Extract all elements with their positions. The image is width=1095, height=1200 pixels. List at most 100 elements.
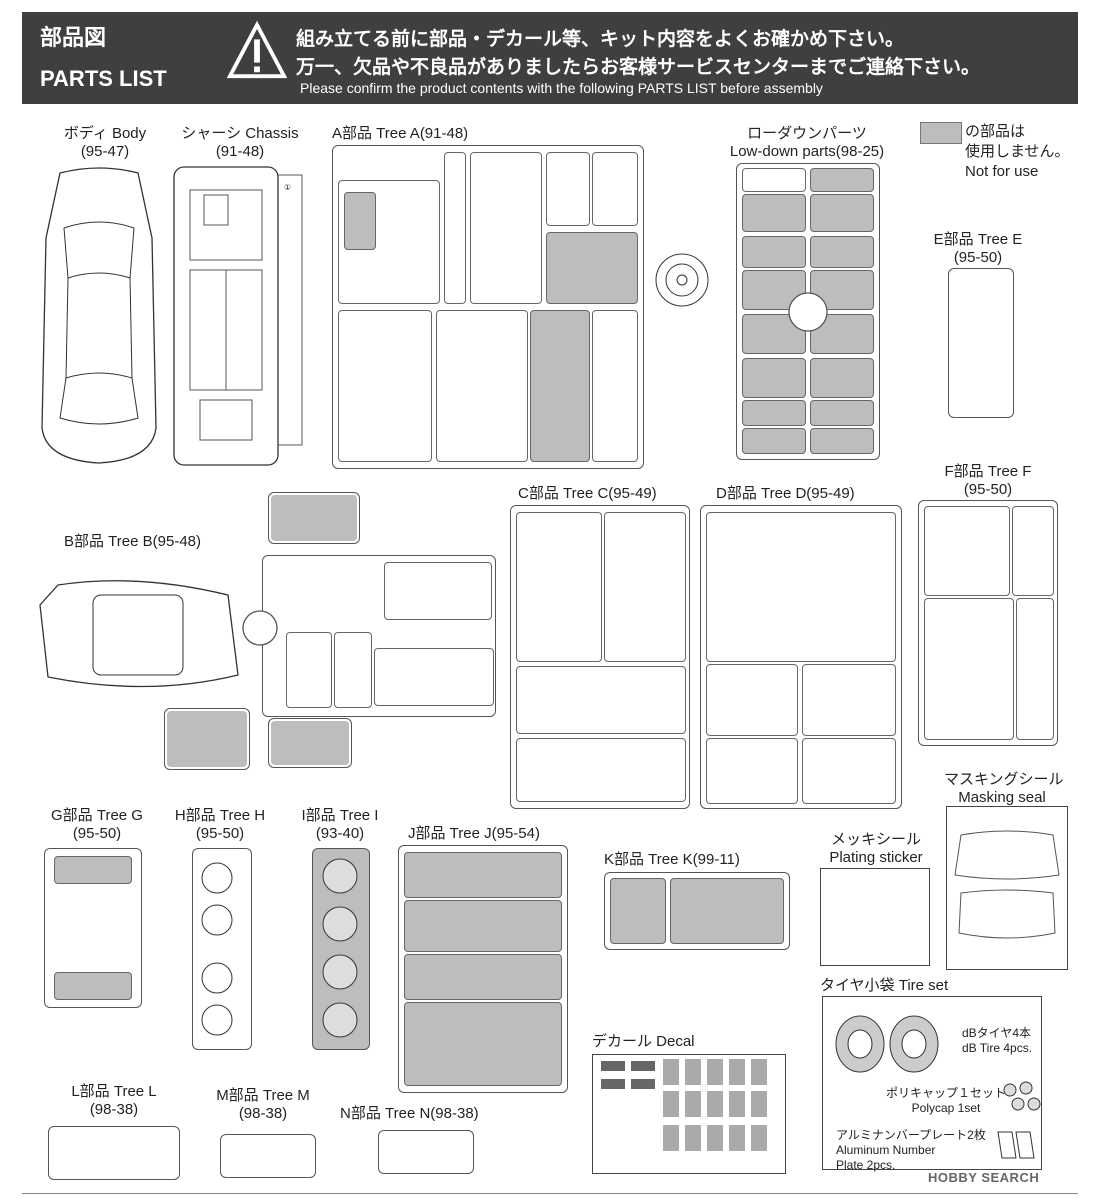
lowdown-part-81 [742, 400, 806, 426]
tree-b-part-50-roof [39, 580, 239, 688]
lowdown-part-73 [810, 194, 874, 232]
tree-l-name: L部品 Tree L [71, 1083, 157, 1100]
tree-l-code: (98-38) [89, 1101, 139, 1118]
lowdown-name-en-text: Low-down parts [729, 143, 836, 160]
tree-b-parts-63-64-fill [271, 721, 349, 765]
tree-d-label: D部品 Tree D(95-49) [716, 482, 855, 503]
page-bottom-rule [22, 1193, 1078, 1194]
page-title-jp: 部品図 [40, 25, 107, 50]
tree-b-parts-57-58 [384, 562, 492, 620]
tree-a-code: (91-48) [419, 125, 469, 142]
tree-f-code: (95-50) [963, 481, 1013, 498]
tree-c-part-27 [516, 666, 686, 734]
lowdown-part-83 [810, 400, 874, 426]
tree-n-name: N部品 Tree N [340, 1105, 431, 1122]
tree-a-part-5 [444, 152, 466, 304]
tree-a-part-15 [530, 310, 590, 462]
tree-d-code: (95-49) [806, 485, 855, 502]
page-title-en: PARTS LIST [40, 66, 167, 91]
tree-g-code: (95-50) [72, 825, 122, 842]
tree-a-part-39 [655, 253, 709, 307]
masking-label: マスキングシール Masking seal [944, 768, 1064, 806]
tree-e-sprue [948, 268, 1014, 418]
lowdown-cell-blank [742, 168, 806, 192]
lowdown-part-82 [742, 428, 806, 454]
tree-k-parts-2-3 [610, 878, 666, 944]
plate-text-jp: アルミナンバープレート2枚 [836, 1128, 986, 1142]
tire-set-name: タイヤ小袋 Tire set [820, 977, 949, 994]
body-label: ボディ Body (95-47) [40, 122, 170, 160]
body-code: (95-47) [80, 143, 130, 160]
tree-a-parts-16-18 [592, 310, 638, 462]
tree-f-parts-34-35 [924, 506, 1010, 596]
tree-h-code: (95-50) [195, 825, 245, 842]
tree-g-part-43a [54, 856, 132, 884]
tree-c-part-28 [516, 738, 686, 802]
tree-b-parts-53-54 [286, 632, 332, 708]
decal-label: デカール Decal [592, 1030, 695, 1051]
tree-b-code: (95-48) [152, 533, 201, 550]
number-plate-icon [997, 1131, 1035, 1159]
lowdown-hub-ring [788, 292, 828, 332]
tree-f-parts-36-37 [1012, 506, 1054, 596]
tree-e-name: E部品 Tree E [933, 231, 1023, 248]
tree-b-parts-61-62 [164, 708, 250, 770]
lowdown-label: ローダウンパーツ Low-down parts(98-25) [718, 122, 896, 160]
tree-b-parts-63-64 [268, 718, 352, 768]
tree-g-label: G部品 Tree G (95-50) [38, 804, 156, 842]
tree-l-sprue [48, 1126, 180, 1180]
chassis-label: シャーシ Chassis (91-48) [178, 122, 302, 160]
tree-d-name: D部品 Tree D [716, 485, 807, 502]
tree-a-part-10 [546, 152, 590, 226]
tree-b-name: B部品 Tree B [64, 533, 153, 550]
plate-text-en-1: Aluminum Number [836, 1143, 936, 1157]
tree-f-label: F部品 Tree F (95-50) [930, 460, 1046, 498]
plating-name-en: Plating sticker [829, 849, 923, 866]
decal-name: デカール Decal [592, 1033, 695, 1050]
lowdown-part-79 [742, 358, 806, 398]
warning-text-2: 万一、欠品や不良品がありましたらお客様サービスセンターまでご連絡下さい。 [296, 57, 981, 78]
not-for-use-legend: の部品は 使用しません。 Not for use [965, 122, 1070, 182]
tree-i-wheels [322, 858, 358, 1038]
tree-c-code: (95-49) [608, 485, 657, 502]
masking-name-jp: マスキングシール [944, 771, 1064, 788]
plating-sticker-sheet [820, 868, 930, 966]
masking-name-en: Masking seal [958, 789, 1046, 806]
tree-b-parts-61-62-fill [167, 711, 247, 767]
tree-a-part-3 [344, 192, 376, 250]
legend-line-3: Not for use [965, 163, 1039, 180]
tree-b-parts-55-56 [334, 632, 372, 708]
tree-b-part-65-66 [268, 492, 360, 544]
lowdown-part-71 [810, 168, 874, 192]
header-banner [22, 12, 1078, 104]
chassis-drawing: ① [173, 166, 303, 466]
plating-label: メッキシール Plating sticker [818, 828, 934, 866]
decal-sheet [592, 1054, 786, 1174]
tree-l-label: L部品 Tree L (98-38) [66, 1080, 162, 1118]
masking-windows [954, 830, 1060, 939]
tree-d-part-32b [802, 738, 896, 804]
plate-text-en-2: Plate 2pcs. [836, 1158, 896, 1172]
tree-b-label: B部品 Tree B(95-48) [64, 530, 201, 551]
tree-m-code: (98-38) [238, 1105, 288, 1122]
tree-f-parts-40-42 [1016, 598, 1054, 740]
tree-k-code: (99-11) [692, 851, 740, 868]
tree-b-part-65-66-fill [271, 495, 357, 541]
tree-a-parts-6-9 [470, 152, 542, 304]
masking-seal-sheet [946, 806, 1068, 970]
tree-d-part-29 [706, 512, 896, 662]
lowdown-part-74b [810, 236, 874, 268]
tree-a-part-11 [592, 152, 638, 226]
tree-k-name: K部品 Tree K [604, 851, 693, 868]
tree-a-label: A部品 Tree A(91-48) [332, 122, 468, 143]
lowdown-part-72 [742, 194, 806, 232]
lowdown-name-en: Low-down parts(98-25) [718, 143, 896, 160]
tree-m-label: M部品 Tree M (98-38) [210, 1084, 316, 1122]
lowdown-code: (98-25) [835, 143, 885, 160]
tree-m-sprue [220, 1134, 316, 1178]
tree-a-part-12 [546, 232, 638, 304]
tree-n-code: (98-38) [430, 1105, 479, 1122]
polycap-text-en: Polycap 1set [911, 1101, 981, 1115]
polycap-text: ポリキャップ１セット Polycap 1set [886, 1086, 1006, 1116]
body-drawing [41, 167, 157, 464]
